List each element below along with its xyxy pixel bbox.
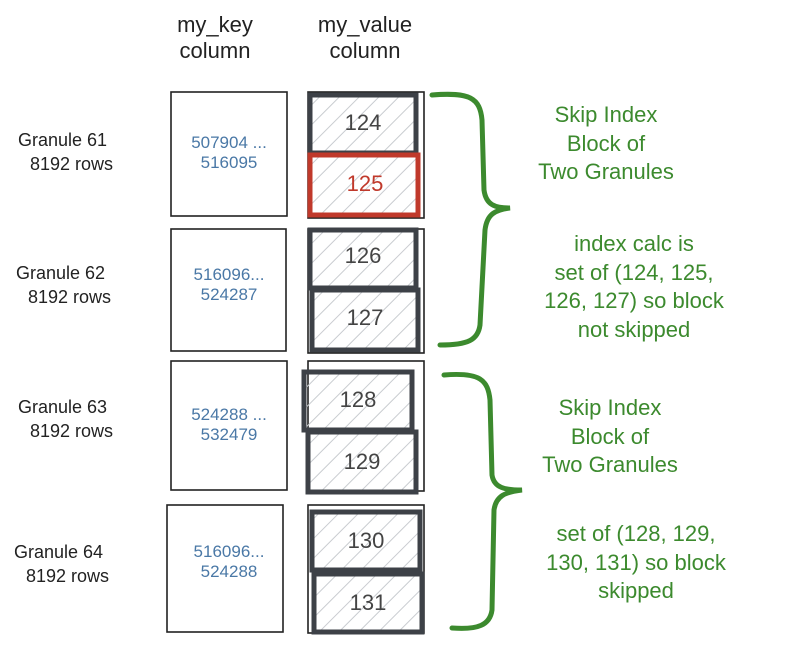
block-2-title: Skip Index Block of Two Granules (480, 394, 740, 480)
note-line: Skip Index (558, 395, 662, 420)
granule-name: Granule 63 (18, 397, 108, 417)
header-line: column (179, 38, 251, 64)
key-range-start: 507904 ... (191, 133, 267, 152)
value-124: 124 (344, 110, 382, 135)
granule-name: Granule 61 (18, 130, 108, 150)
granule-rows: 8192 rows (30, 154, 114, 175)
block-2-note: set of (128, 129, 130, 131) so block ski… (506, 520, 766, 606)
key-range-63: 524288 ...532479 (174, 405, 284, 446)
header-line: column (329, 38, 401, 64)
header-my-key-column: my_key column (140, 12, 290, 65)
block-1-note: index calc is set of (124, 125, 126, 127… (504, 230, 764, 344)
note-line: 126, 127) so block (544, 288, 724, 314)
key-box-63 (170, 360, 288, 491)
granule-label-63: Granule 63 8192 rows (18, 395, 113, 444)
header-line: my_value (317, 12, 413, 37)
value-box-130 (309, 509, 423, 573)
note-line: index calc is (574, 231, 694, 256)
key-range-64: 516096...524288 (174, 542, 284, 583)
key-range-start: 516096... (193, 542, 265, 561)
note-line: not skipped (577, 316, 691, 342)
value-130: 130 (347, 528, 385, 553)
value-126: 126 (344, 243, 382, 268)
granule-name: Granule 64 (14, 542, 104, 562)
key-box-64 (166, 504, 284, 633)
key-range-end: 532479 (200, 425, 258, 445)
note-line: 130, 131) so block (546, 549, 726, 575)
header-line: my_key (177, 12, 253, 37)
key-range-62: 516096...524287 (174, 265, 284, 306)
value-box-124 (307, 92, 419, 156)
note-line: Two Granules (542, 452, 678, 478)
note-line: set of (128, 129, (556, 521, 716, 546)
note-line: Block of (566, 130, 646, 156)
value-box-131 (311, 571, 425, 635)
value-128: 128 (339, 387, 377, 412)
key-box-62 (170, 228, 287, 352)
key-range-61: 507904 ...516095 (174, 133, 284, 174)
value-131: 131 (349, 590, 387, 615)
key-range-end: 524288 (200, 562, 258, 582)
granule-label-61: Granule 61 8192 rows (18, 128, 113, 177)
key-box-61 (170, 91, 288, 217)
value-box-126 (307, 227, 419, 291)
key-range-end: 524287 (200, 285, 258, 305)
block-1-title: Skip Index Block of Two Granules (476, 101, 736, 187)
value-127: 127 (346, 305, 384, 330)
value-129: 129 (343, 449, 381, 474)
brace-block-1 (429, 91, 511, 348)
note-line: skipped (598, 578, 674, 604)
key-range-end: 516095 (200, 153, 258, 173)
note-line: Skip Index (554, 102, 658, 127)
granule-label-62: Granule 62 8192 rows (16, 261, 111, 310)
note-line: Two Granules (538, 159, 674, 185)
granule-rows: 8192 rows (30, 421, 114, 442)
granule-label-64: Granule 64 8192 rows (14, 540, 109, 589)
value-125: 125 (346, 171, 384, 196)
note-line: Block of (570, 423, 650, 449)
value-box-129 (305, 429, 419, 495)
granule-rows: 8192 rows (28, 287, 112, 308)
header-my-value-column: my_value column (290, 12, 440, 65)
value-box-128 (301, 369, 415, 433)
note-line: set of (124, 125, (554, 259, 714, 285)
value-box-127 (309, 287, 421, 353)
granule-rows: 8192 rows (26, 566, 110, 587)
brace-block-2 (441, 371, 523, 631)
key-range-start: 516096... (193, 265, 265, 284)
key-range-start: 524288 ... (191, 405, 267, 424)
granule-name: Granule 62 (16, 263, 106, 283)
value-box-125 (307, 152, 421, 218)
